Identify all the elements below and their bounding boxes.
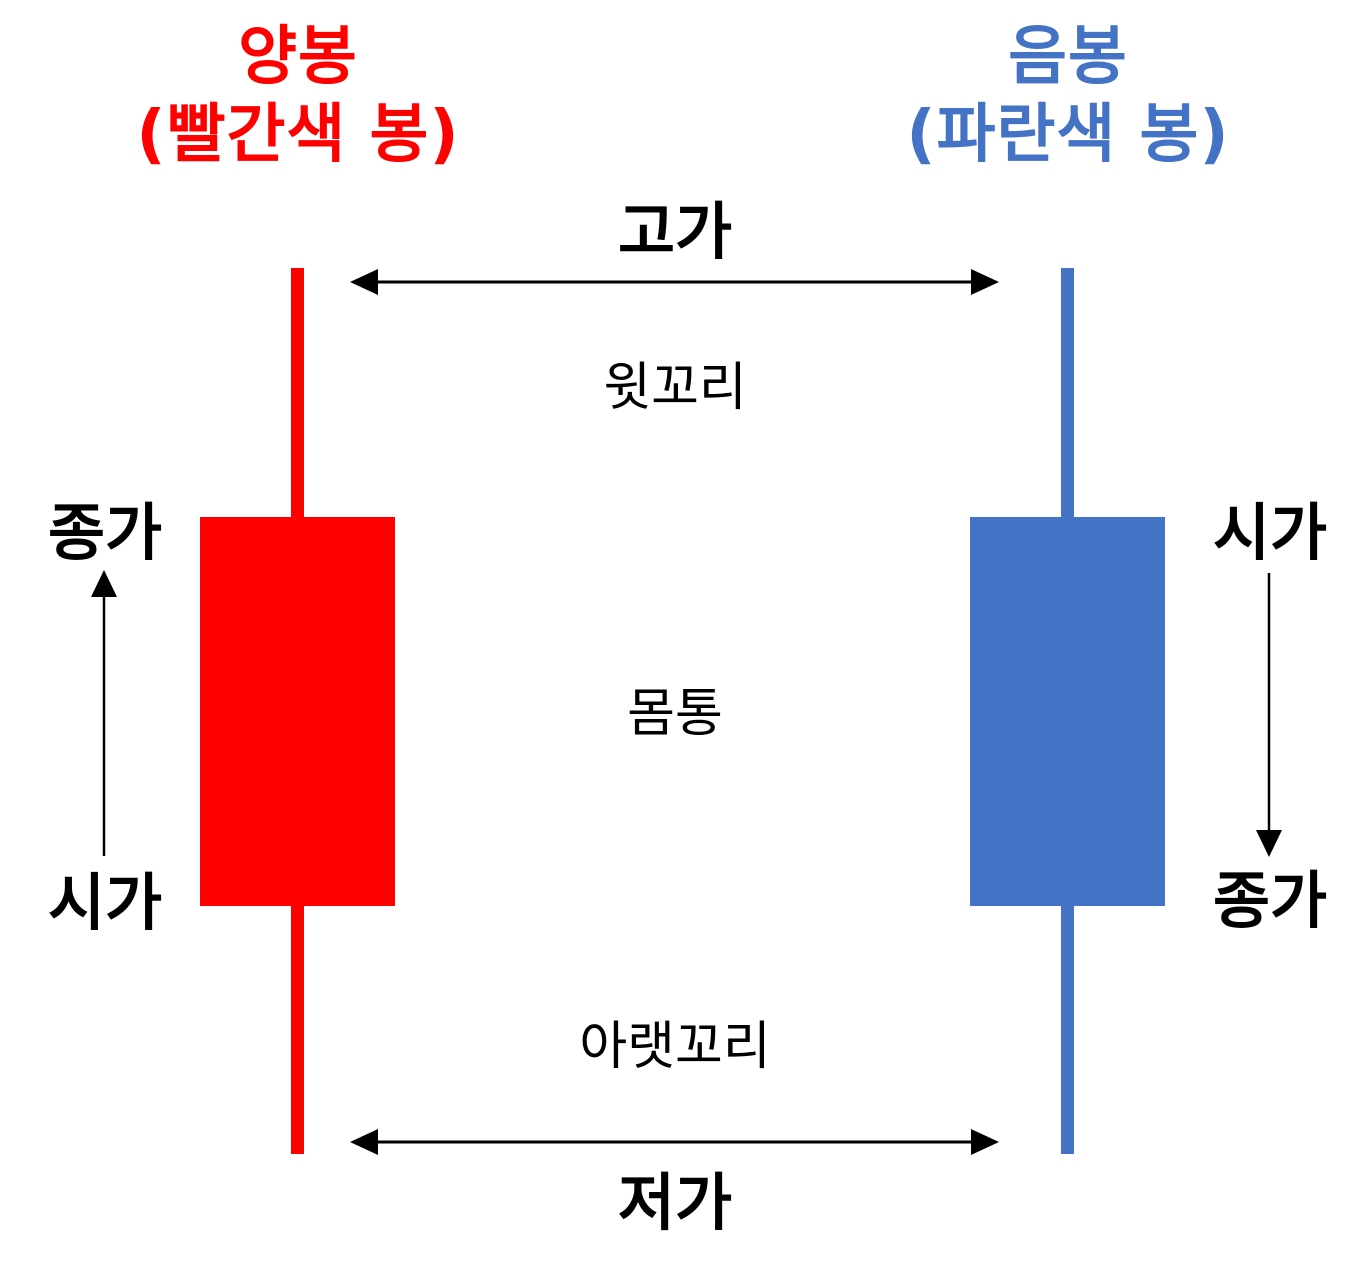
bearish-candlestick — [970, 268, 1165, 1154]
bullish-open-label: 시가 — [47, 866, 163, 939]
high-double-arrow-icon — [350, 269, 999, 295]
bullish-title-line1: 양봉 — [238, 20, 358, 94]
bearish-lower-wick — [1061, 905, 1074, 1154]
low-double-arrow-icon — [350, 1129, 999, 1155]
arrow-down-icon — [1256, 573, 1282, 857]
bearish-close-label: 종가 — [1212, 864, 1328, 937]
bullish-close-label: 종가 — [47, 496, 163, 569]
bullish-candlestick — [200, 268, 395, 1154]
bullish-title-line2: (빨간색 봉) — [136, 98, 460, 172]
lower-shadow-label: 아랫꼬리 — [579, 1017, 771, 1077]
bullish-body — [200, 517, 395, 906]
arrow-up-icon — [91, 570, 117, 856]
upper-shadow-label: 윗꼬리 — [603, 358, 747, 418]
bearish-title-line2: (파란색 봉) — [906, 98, 1230, 172]
bearish-body — [970, 517, 1165, 906]
body-label: 몸통 — [627, 684, 723, 744]
high-label: 고가 — [617, 195, 733, 268]
low-label: 저가 — [617, 1166, 733, 1239]
bearish-open-label: 시가 — [1212, 496, 1328, 569]
bullish-upper-wick — [291, 268, 304, 518]
bullish-lower-wick — [291, 905, 304, 1154]
bearish-title-line1: 음봉 — [1008, 20, 1128, 94]
bearish-upper-wick — [1061, 268, 1074, 518]
